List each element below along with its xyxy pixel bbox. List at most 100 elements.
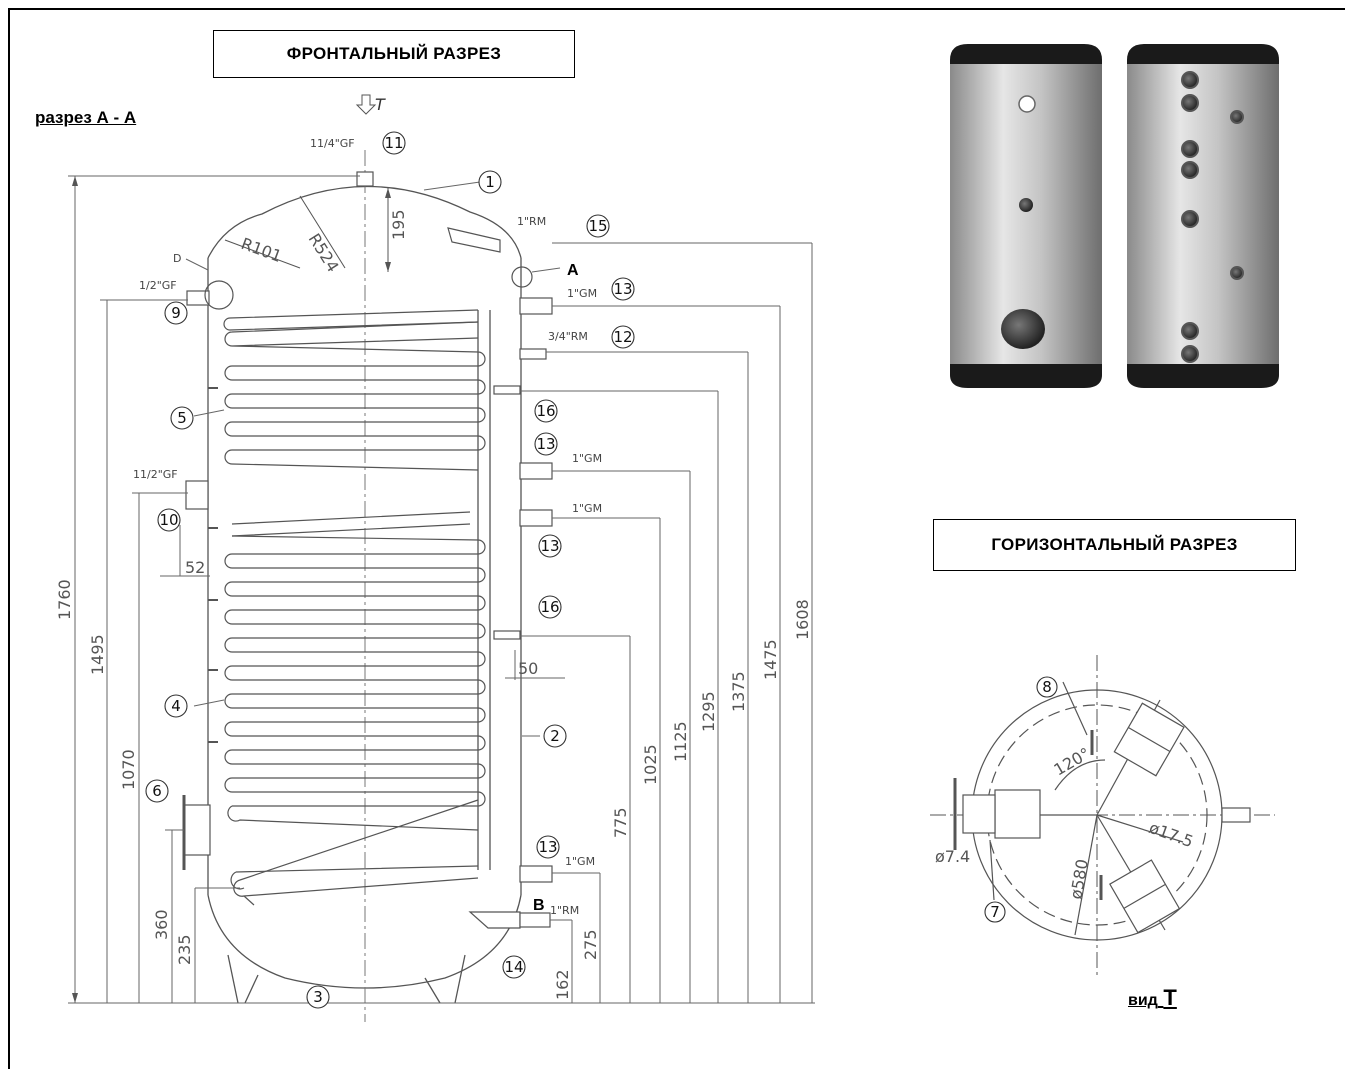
conn-label-11: 11/4"GF xyxy=(310,137,355,150)
callout-9 xyxy=(164,301,188,325)
dim-162: 162 xyxy=(553,969,572,1000)
dim-1125: 1125 xyxy=(671,721,690,762)
detail-d-circle xyxy=(204,280,234,310)
conn-label-13b: 1"GM xyxy=(572,452,602,465)
callout-5 xyxy=(170,406,194,430)
top-dia-outer: ø580 xyxy=(1066,858,1092,901)
dim-775: 775 xyxy=(611,807,630,838)
upper-coil xyxy=(223,309,486,471)
letter-d: D xyxy=(173,252,181,265)
conn-label-13d: 1"GM xyxy=(565,855,595,868)
dim-235: 235 xyxy=(175,934,194,965)
radius-r524: R524 xyxy=(305,230,343,275)
detail-a-circle xyxy=(511,266,533,288)
horizontal-section-title: ГОРИЗОНТАЛЬНЫЙ РАЗРЕЗ xyxy=(933,519,1296,571)
callout-13b xyxy=(534,432,558,456)
callout-13d xyxy=(536,835,560,859)
callout-3-label: 3 xyxy=(313,988,323,1006)
dim-1495: 1495 xyxy=(88,634,107,675)
conn-label-14: 1"RM xyxy=(550,904,579,917)
conn-label-9: 1/2"GF xyxy=(139,279,177,292)
dim-1375: 1375 xyxy=(729,671,748,712)
connection-stubs xyxy=(182,171,553,929)
callout-4 xyxy=(164,694,188,718)
view-t-label: вид T xyxy=(1128,985,1177,1011)
callout-13a-label: 13 xyxy=(613,280,632,298)
callout-10 xyxy=(157,508,181,532)
callout-11 xyxy=(382,131,406,155)
dim-1295: 1295 xyxy=(699,691,718,732)
front-section-title: ФРОНТАЛЬНЫЙ РАЗРЕЗ xyxy=(213,30,575,78)
callout-10-label: 10 xyxy=(159,511,178,529)
callout-14-label: 14 xyxy=(504,958,523,976)
conn-label-13c: 1"GM xyxy=(572,502,602,515)
dim-52: 52 xyxy=(185,558,205,577)
callout-16a-label: 16 xyxy=(536,402,555,420)
view-t-prefix: вид xyxy=(1128,992,1158,1009)
callout-13a xyxy=(611,277,635,301)
conn-label-10: 11/2"GF xyxy=(133,468,178,481)
callout-12-label: 12 xyxy=(613,328,632,346)
callout-7-label: 7 xyxy=(990,903,1000,921)
callout-15-label: 15 xyxy=(588,217,607,235)
callout-13b-label: 13 xyxy=(536,435,555,453)
callout-8 xyxy=(1036,676,1058,698)
callout-1-label: 1 xyxy=(485,173,495,191)
callout-12 xyxy=(611,325,635,349)
callout-13c-label: 13 xyxy=(540,537,559,555)
callout-2-label: 2 xyxy=(550,727,560,745)
callout-3 xyxy=(306,985,330,1009)
callout-7 xyxy=(984,901,1006,923)
top-angle-label: 120° xyxy=(1051,744,1094,780)
dim-50: 50 xyxy=(518,659,538,678)
tank-photo-side xyxy=(1127,44,1279,388)
callout-16a xyxy=(534,399,558,423)
callout-5-label: 5 xyxy=(177,409,187,427)
callout-13d-label: 13 xyxy=(538,838,557,856)
dim-275: 275 xyxy=(581,929,600,960)
dim-1025: 1025 xyxy=(641,744,660,785)
callout-14 xyxy=(502,955,526,979)
probe-ticks xyxy=(208,387,218,743)
dim-195: 195 xyxy=(389,209,408,240)
callout-9-label: 9 xyxy=(171,304,181,322)
callout-11-label: 11 xyxy=(384,134,403,152)
callout-6-label: 6 xyxy=(152,782,162,800)
callout-15 xyxy=(586,214,610,238)
callout-13c xyxy=(538,534,562,558)
arrowheads xyxy=(72,176,391,1003)
radius-lines xyxy=(224,188,389,272)
dim-360: 360 xyxy=(152,909,171,940)
radius-r101: R101 xyxy=(239,234,285,266)
callout-1 xyxy=(478,170,502,194)
dimension-lines xyxy=(68,175,815,1004)
dim-1475: 1475 xyxy=(761,639,780,680)
section-aa-label: разрез А - А xyxy=(35,108,137,127)
view-t-letter: T xyxy=(1163,985,1177,1010)
callout-numbers: 1 2 3 4 5 6 9 10 11 12 13 13 13 13 14 15… xyxy=(152,134,632,1006)
dim-1070: 1070 xyxy=(119,749,138,790)
lower-coil xyxy=(224,511,486,906)
dim-1608: 1608 xyxy=(793,599,812,640)
callout-2 xyxy=(543,724,567,748)
callouts xyxy=(145,131,635,1009)
callout-16b xyxy=(538,595,562,619)
top-dia-small: ø7.4 xyxy=(935,847,970,866)
conn-label-13a: 1"GM xyxy=(567,287,597,300)
top-dia-inner: ø17.5 xyxy=(1147,818,1196,851)
tank-photo-front xyxy=(950,44,1102,388)
callout-16b-label: 16 xyxy=(540,598,559,616)
callout-8-label: 8 xyxy=(1042,678,1052,696)
letter-a: A xyxy=(567,262,579,279)
callout-4-label: 4 xyxy=(171,697,181,715)
page-frame xyxy=(8,8,1345,1069)
conn-label-12: 3/4"RM xyxy=(548,330,588,343)
dim-1760: 1760 xyxy=(55,579,74,620)
top-view xyxy=(930,655,1275,975)
view-arrow-icon xyxy=(355,94,377,115)
letter-b: B xyxy=(533,897,545,914)
callout-6 xyxy=(145,779,169,803)
view-arrow-label: T xyxy=(375,95,386,114)
conn-label-15: 1"RM xyxy=(517,215,546,228)
